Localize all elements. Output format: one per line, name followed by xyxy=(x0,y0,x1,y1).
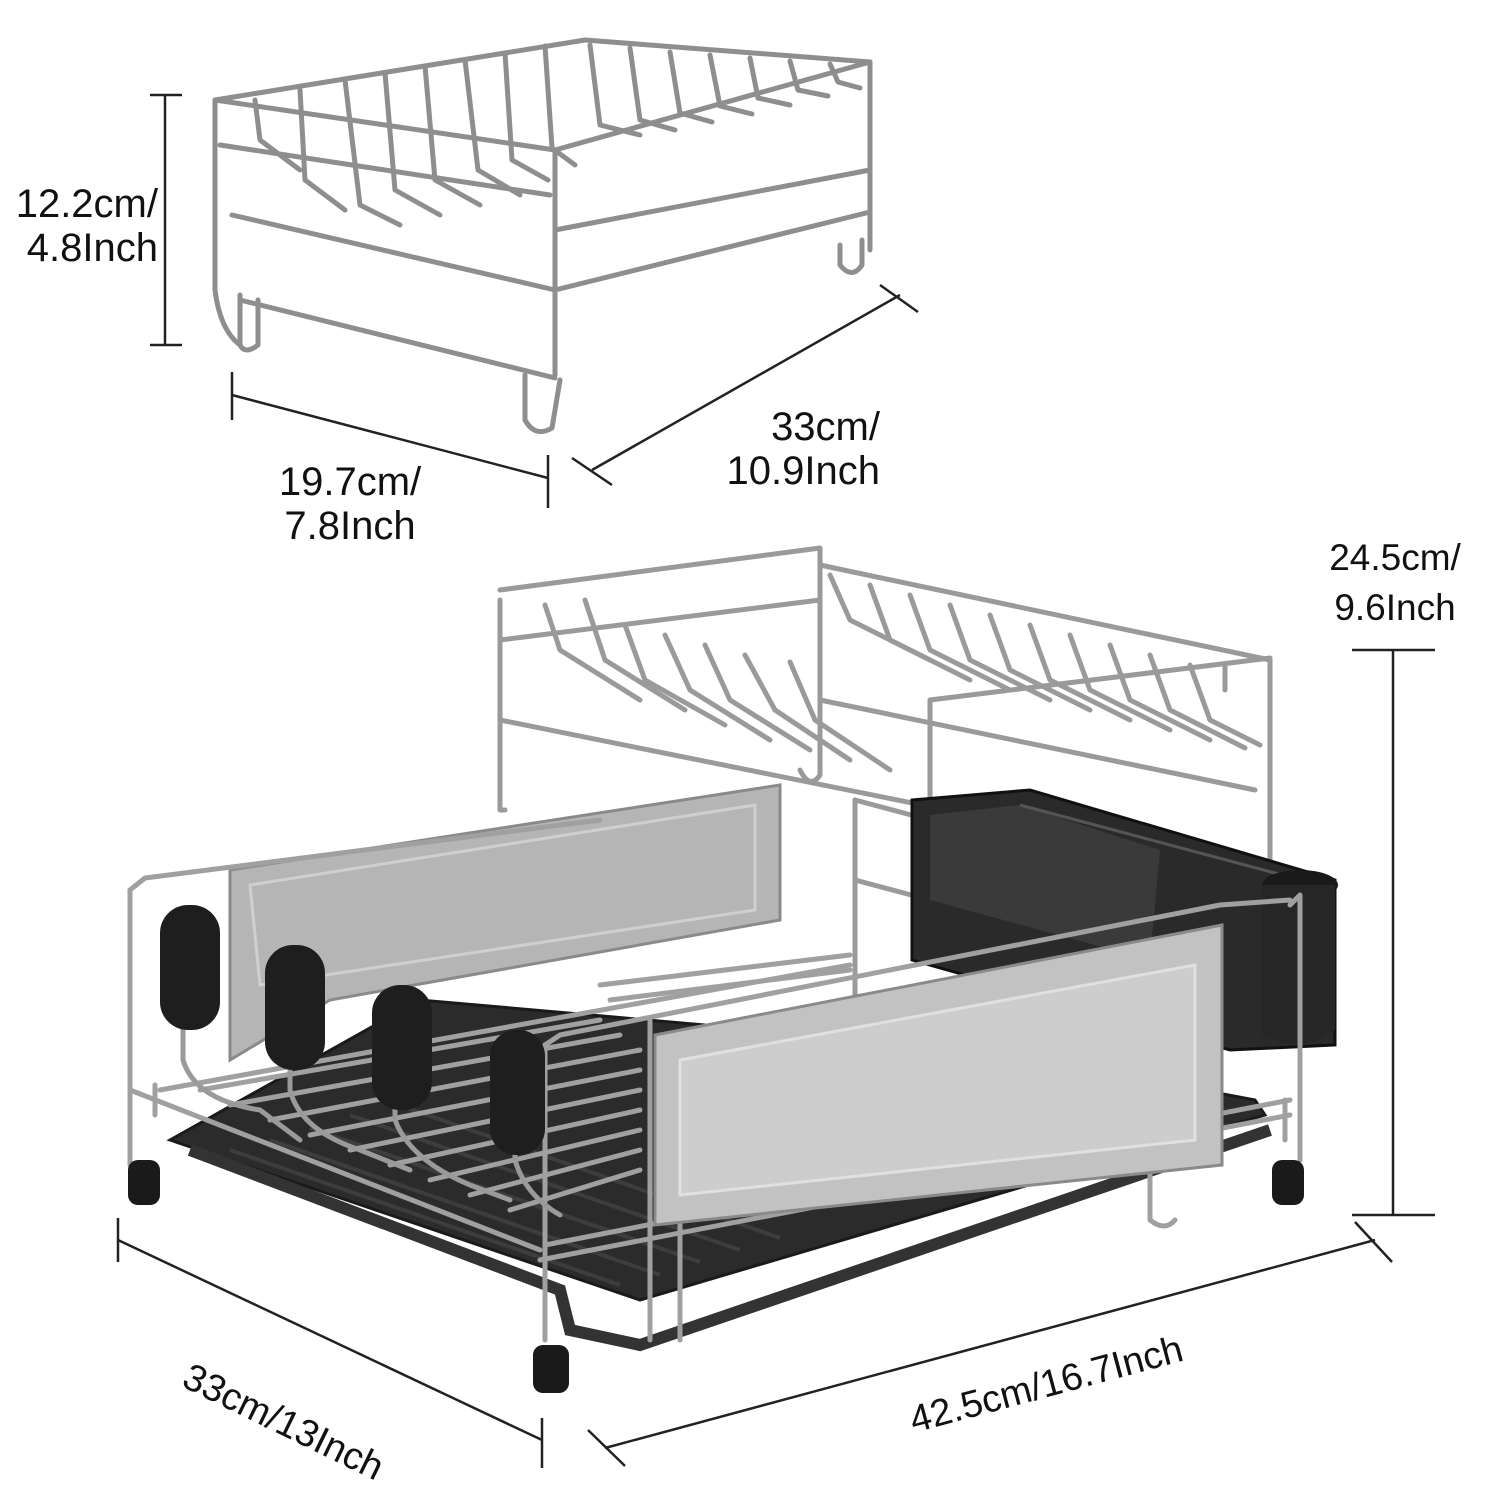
top-rack-height-inch: 4.8Inch xyxy=(26,226,158,270)
back-splash-panel xyxy=(228,783,782,1063)
main-dish-rack xyxy=(127,545,1338,1393)
main-rack-height-cm: 24.5cm/ xyxy=(1329,537,1461,578)
main-rack-height-inch: 9.6Inch xyxy=(1334,587,1456,628)
main-rack-height-label: 24.5cm/ 9.6Inch xyxy=(1310,533,1480,633)
rubber-feet xyxy=(128,1160,1304,1393)
top-rack-depth-inch: 10.9Inch xyxy=(726,449,880,493)
top-rack-width-inch: 7.8Inch xyxy=(284,504,416,548)
top-rack-depth-cm: 33cm/ xyxy=(771,405,880,449)
top-rack-dimension-lines xyxy=(150,93,919,508)
top-plate-rack xyxy=(212,37,873,435)
plate-dividers xyxy=(160,905,563,1218)
top-rack-depth-label: 33cm/ 10.9Inch xyxy=(690,405,880,493)
divider-cap xyxy=(490,1030,545,1155)
top-rack-width-cm: 19.7cm/ xyxy=(278,460,422,504)
main-rack-dimension-lines xyxy=(116,648,1435,1468)
divider-cap xyxy=(372,985,432,1110)
top-rack-width-label: 19.7cm/ 7.8Inch xyxy=(255,460,445,548)
divider-cap xyxy=(265,945,325,1070)
top-rack-height-cm: 12.2cm/ xyxy=(15,182,158,226)
divider-cap xyxy=(160,905,220,1030)
top-rack-height-label: 12.2cm/ 4.8Inch xyxy=(0,182,158,270)
